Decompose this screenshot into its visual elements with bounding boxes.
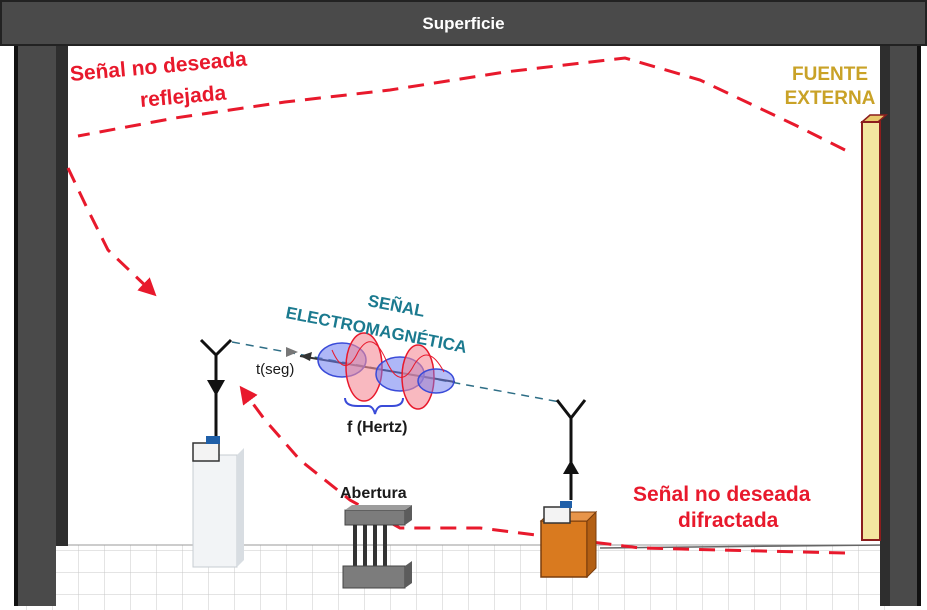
left-wall — [14, 46, 68, 606]
surface-title: Superficie — [0, 0, 927, 46]
reflected-path — [77, 56, 846, 152]
frequency-label: f (Hertz) — [347, 419, 408, 436]
diffracted-label-line1: Señal no deseada — [633, 483, 811, 506]
external-source-line1: FUENTE — [792, 64, 868, 85]
aperture-slit — [342, 505, 412, 589]
time-axis-label: t(seg) — [256, 361, 295, 378]
aperture-label: Abertura — [340, 485, 407, 502]
floor — [18, 545, 890, 610]
receiver — [539, 399, 598, 579]
frequency-brace — [344, 397, 404, 415]
external-source-panel — [860, 114, 888, 541]
time-arrow-icon — [286, 347, 298, 357]
diffracted-label-line2: difractada — [678, 509, 779, 532]
electromagnetic-wave — [317, 332, 455, 410]
reflected-path-arrow — [66, 167, 157, 297]
right-wall — [880, 46, 921, 606]
transmitter — [192, 338, 244, 568]
external-source-line2: EXTERNA — [784, 88, 876, 109]
